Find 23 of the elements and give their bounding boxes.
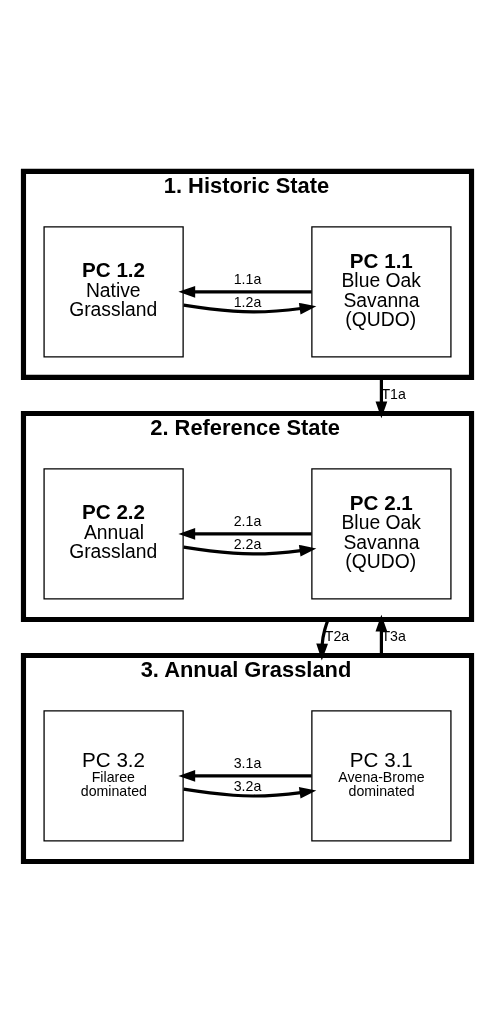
edge-label: 3.1a [233, 754, 262, 771]
arrow [178, 285, 312, 298]
edge-label: T2a [324, 628, 350, 645]
arrow [375, 614, 388, 656]
node-box: PC 1.1 Blue Oak Savanna (QUDO) [311, 226, 452, 358]
node-box: PC 2.1 Blue Oak Savanna (QUDO) [311, 468, 452, 600]
edge-label: 3.2a [233, 778, 262, 795]
edge-label: T1a [381, 386, 406, 403]
edge-label: 1.2a [233, 294, 262, 311]
arrow [183, 786, 317, 799]
node-box: PC 2.2 Annual Grassland [43, 468, 184, 600]
edge-label: 2.1a [233, 512, 262, 529]
node-box: PC 3.2 Filaree dominated [43, 710, 184, 842]
edge-label: T3a [381, 628, 406, 645]
node-box: PC 1.2 Native Grassland [43, 226, 184, 358]
arrow [183, 302, 317, 315]
arrow [375, 377, 388, 419]
edge-label: 2.2a [233, 536, 262, 553]
arrow [178, 528, 312, 540]
edge-label: 1.1a [233, 270, 262, 287]
arrow [183, 544, 317, 557]
arrow [178, 770, 312, 782]
node-box: PC 3.1 Avena-Brome dominated [311, 710, 452, 842]
